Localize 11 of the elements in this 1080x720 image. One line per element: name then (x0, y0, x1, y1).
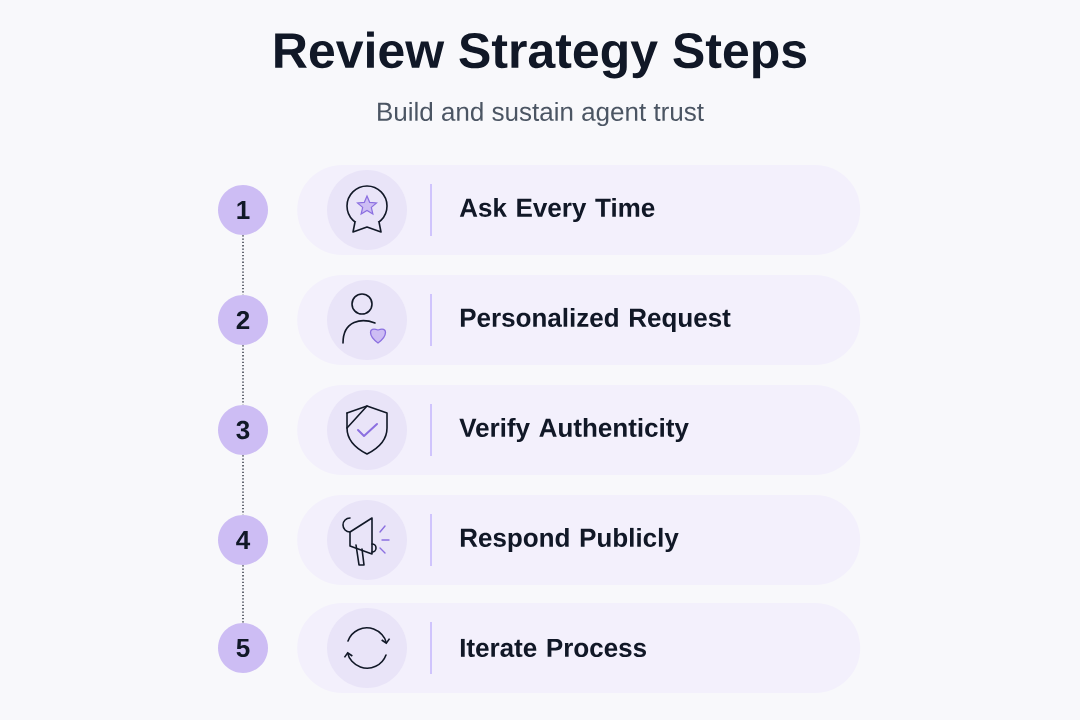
connector-line (242, 454, 244, 516)
connector-line (242, 564, 244, 624)
connector-line (242, 234, 244, 296)
step-number: 3 (218, 405, 268, 455)
step-number: 1 (218, 185, 268, 235)
title: Review Strategy Steps (275, 31, 807, 79)
subtitle: Build and sustain agent trust (378, 101, 704, 127)
step-number: 2 (218, 295, 268, 345)
step-number: 4 (218, 515, 268, 565)
step-number: 5 (218, 623, 268, 673)
connector-line (242, 344, 244, 406)
